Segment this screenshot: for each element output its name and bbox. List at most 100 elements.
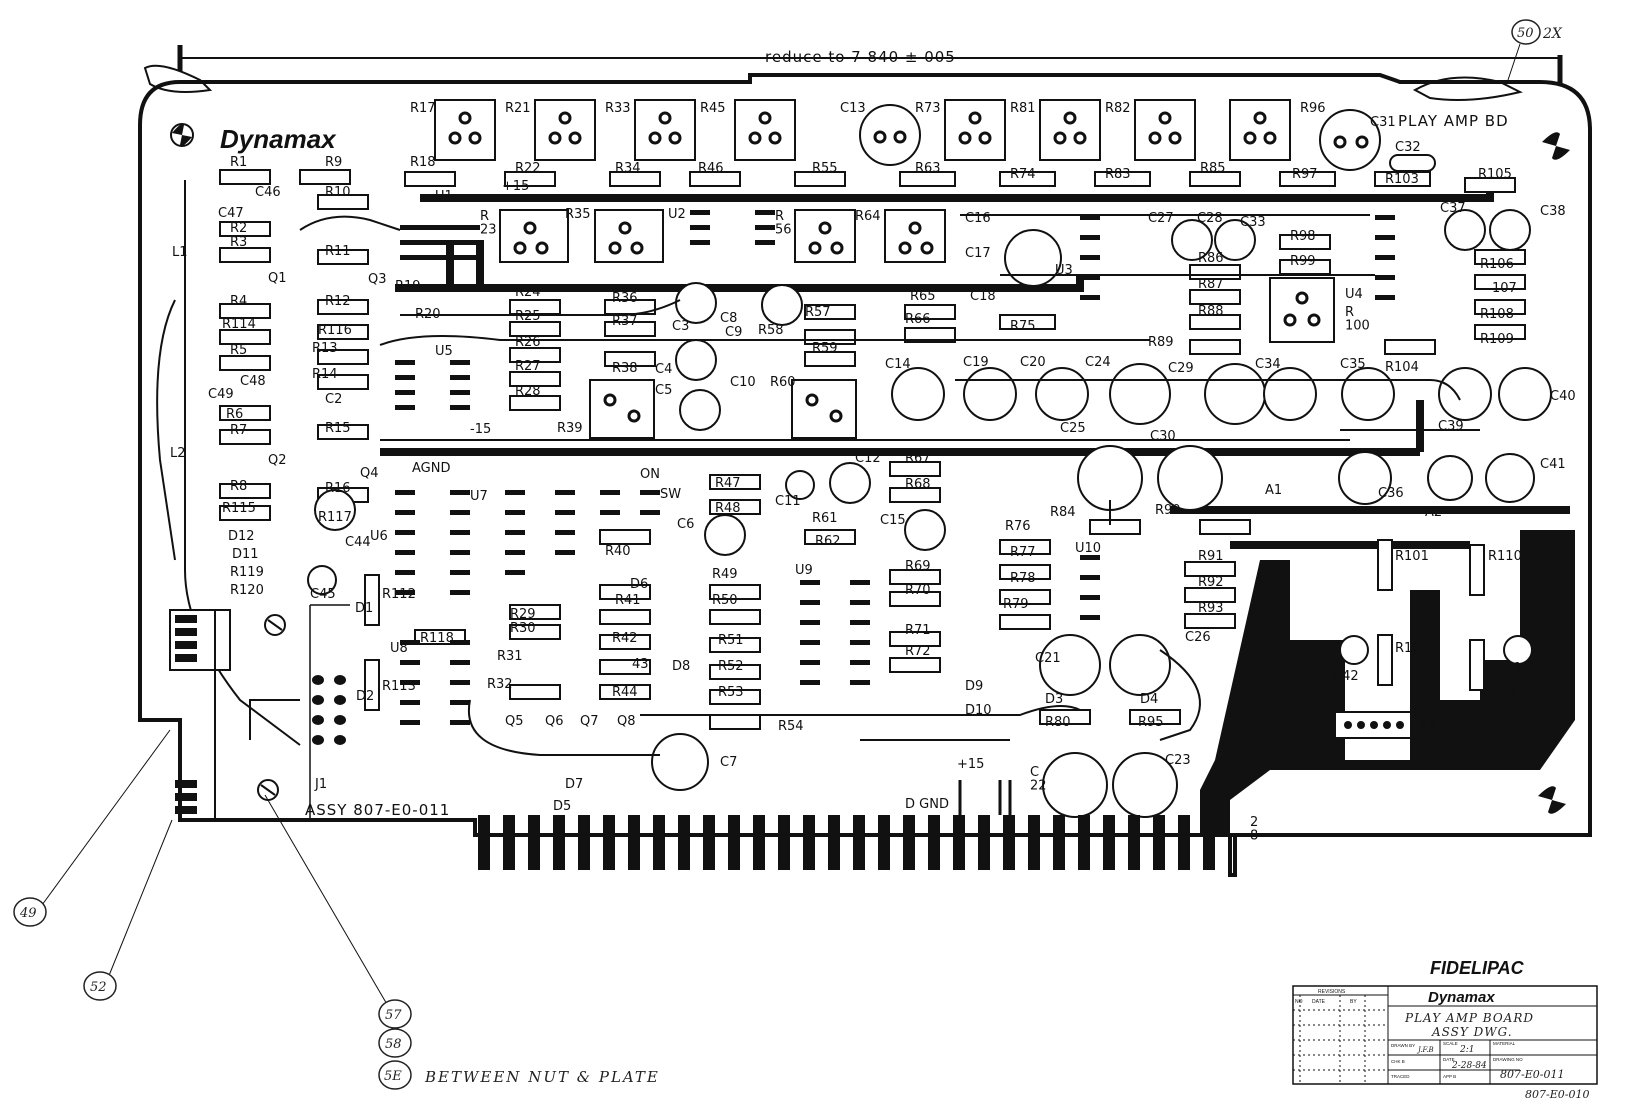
tb-title-line2: ASSY DWG. <box>1431 1025 1513 1039</box>
ref-r35: R35 <box>565 207 591 222</box>
ic-packages <box>395 210 1395 725</box>
ref-r50: R50 <box>712 593 738 608</box>
ref-r14: R14 <box>312 367 338 382</box>
ref-r4: R4 <box>230 294 247 309</box>
ref-a1: A1 <box>1265 483 1282 498</box>
ref-q3: Q3 <box>368 272 387 287</box>
ref-r62: R62 <box>815 534 841 549</box>
ref-r16: R16 <box>325 481 351 496</box>
ref-d7: D7 <box>565 777 583 792</box>
ref-r2: R2 <box>230 221 247 236</box>
callout-50-qty: 2X <box>1542 26 1563 42</box>
tb-drawn-by-value: J.F.B <box>1416 1046 1434 1054</box>
ref-c45: C45 <box>310 587 336 602</box>
ref-r69: R69 <box>905 559 931 574</box>
ref-c14: C14 <box>885 357 911 372</box>
ref-c19: C19 <box>963 355 989 370</box>
tb-col-by: BY <box>1350 999 1357 1005</box>
ref-c47: C47 <box>218 206 244 221</box>
agnd-label: AGND <box>412 461 450 476</box>
ref-c27: C27 <box>1148 211 1174 226</box>
ref-d11: D11 <box>232 547 259 562</box>
ref-r33: R33 <box>605 101 631 116</box>
ref-r115: R115 <box>222 501 256 516</box>
ref-q2: Q2 <box>268 453 287 468</box>
ref-c9: C9 <box>725 325 742 340</box>
ref-r37: R37 <box>612 314 638 329</box>
sw-label: SW <box>660 487 681 502</box>
ref-r39: R39 <box>557 421 583 436</box>
ref-r104: R104 <box>1385 360 1419 375</box>
ref-r47: R47 <box>715 476 741 491</box>
ref-c26: C26 <box>1185 630 1211 645</box>
ref-r85: R85 <box>1200 161 1226 176</box>
ref-r26: R26 <box>515 335 541 350</box>
ref-r3: R3 <box>230 235 247 250</box>
ref-r15: R15 <box>325 421 351 436</box>
ref-c7: C7 <box>720 755 737 770</box>
ref-r79: R79 <box>1003 597 1029 612</box>
ref-r18: R18 <box>410 155 436 170</box>
ref-r110: R110 <box>1488 549 1522 564</box>
ref-r87: R87 <box>1198 277 1224 292</box>
ref-q5: Q5 <box>505 714 524 729</box>
ground-pour <box>1200 530 1575 835</box>
ref-r19: R19 <box>395 279 421 294</box>
p1-pins <box>1344 721 1404 729</box>
ref-c30: C30 <box>1150 429 1176 444</box>
ref-r46: R46 <box>698 161 724 176</box>
minus15-label: -15 <box>470 422 491 437</box>
ref-d3: D3 <box>1045 692 1063 707</box>
ref-c20: C20 <box>1020 355 1046 370</box>
trimmer-row-2 <box>499 209 1335 439</box>
board-name: PLAY AMP BD <box>1398 112 1509 130</box>
ref-c29: C29 <box>1168 361 1194 376</box>
tb-traced: TRACED <box>1391 1074 1410 1079</box>
tb-material: MATERIAL <box>1493 1041 1516 1046</box>
edge-connector-fingers <box>478 780 1215 870</box>
ref-c12: C12 <box>855 451 881 466</box>
ref-r80: R80 <box>1045 715 1071 730</box>
ref-r12: R12 <box>325 294 351 309</box>
ref-r59: R59 <box>812 341 838 356</box>
mounting-mark-tr <box>1542 132 1570 160</box>
ref-r49: R49 <box>712 567 738 582</box>
ref-r32: R32 <box>487 677 513 692</box>
ref-d5: D5 <box>553 799 571 814</box>
ref-c25: C25 <box>1060 421 1086 436</box>
ref-r101: R101 <box>1395 549 1429 564</box>
title-block: FIDELIPAC REVISIONS NO DATE BY Dynamax P… <box>1292 958 1598 1101</box>
ref-c15: C15 <box>880 513 906 528</box>
callouts: 49 52 57 58 5E BETWEEN NUT & PLATE <box>13 729 660 1090</box>
mounting-mark-br <box>1538 786 1566 814</box>
ref-r40: R40 <box>605 544 631 559</box>
ref-q6: Q6 <box>545 714 564 729</box>
ref-q7: Q7 <box>580 714 599 729</box>
board-text: ASSY 807-E0-011 D GND AGND -15 +15 +15 O… <box>170 101 1576 844</box>
tb-title-line1: PLAY AMP BOARD <box>1404 1011 1534 1025</box>
ref-r8: R8 <box>230 479 247 494</box>
ref-r119: R119 <box>230 565 264 580</box>
ref-d10: D10 <box>965 703 992 718</box>
callout-57: 57 <box>385 1008 402 1023</box>
ref-r117: R117 <box>318 510 352 525</box>
ref-r75: R75 <box>1010 319 1036 334</box>
ref-r54: R54 <box>778 719 804 734</box>
ref-r97: R97 <box>1292 167 1318 182</box>
ref-r93: R93 <box>1198 601 1224 616</box>
tb-drawn-by: DRAWN BY <box>1391 1043 1415 1048</box>
ref-c4: C4 <box>655 362 672 377</box>
tb-scale-value: 2:1 <box>1459 1045 1474 1055</box>
ref-c31: C31 <box>1370 115 1396 130</box>
ref-c35: C35 <box>1340 357 1366 372</box>
ref-r27: R27 <box>515 359 541 374</box>
ref-u9: U9 <box>795 563 813 578</box>
ref-r78: R78 <box>1010 571 1036 586</box>
mounting-mark-tl <box>170 123 194 147</box>
resistor-bodies <box>219 169 1526 730</box>
ref-r61: R61 <box>812 511 838 526</box>
tb-drawing-no-value: 807-E0-011 <box>1500 1068 1564 1081</box>
callout-5e-note: BETWEEN NUT & PLATE <box>424 1068 660 1086</box>
ref-r116: R116 <box>318 323 352 338</box>
